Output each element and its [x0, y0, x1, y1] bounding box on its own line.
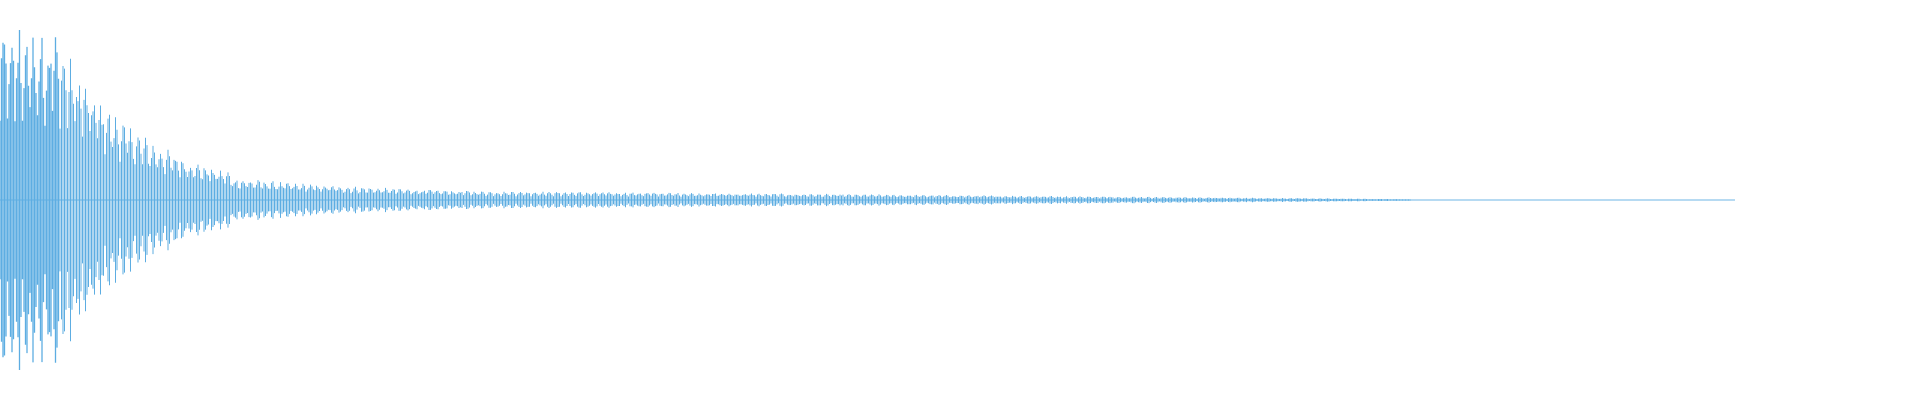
waveform-samples — [0, 30, 1411, 370]
